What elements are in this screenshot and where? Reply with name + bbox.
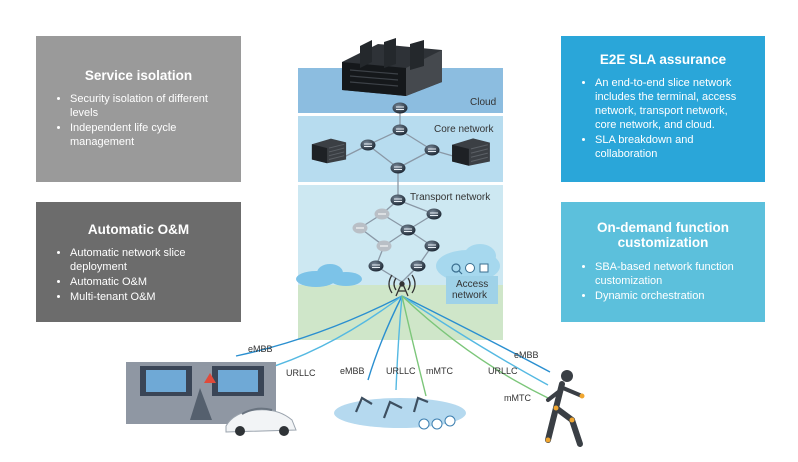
service-isolation-box: Service isolation Security isolation of … bbox=[36, 36, 241, 182]
automatic-om-box: Automatic O&M Automatic network slice de… bbox=[36, 202, 241, 322]
link-label: URLLC bbox=[286, 368, 316, 378]
automatic-om-title: Automatic O&M bbox=[87, 222, 190, 237]
router-icon bbox=[426, 208, 442, 220]
link-label: URLLC bbox=[488, 366, 518, 376]
sensor-icon bbox=[418, 415, 456, 430]
list-item: Dynamic orchestration bbox=[595, 289, 749, 303]
link-label: eMBB bbox=[248, 344, 273, 354]
link-label: mMTC bbox=[426, 366, 453, 376]
link-label: eMBB bbox=[340, 366, 365, 376]
router-icon bbox=[376, 240, 392, 252]
list-item: Automatic O&M bbox=[70, 275, 225, 289]
transport-layer-label: Transport network bbox=[410, 192, 491, 203]
router-icon bbox=[352, 222, 368, 234]
robot-arm-icon bbox=[354, 396, 429, 419]
cloud-layer-label: Cloud bbox=[470, 97, 496, 108]
service-isolation-list: Security isolation of different levels I… bbox=[52, 92, 225, 149]
router-icon bbox=[392, 102, 408, 114]
data-center-icon bbox=[342, 38, 442, 96]
list-item: An end-to-end slice network includes the… bbox=[595, 76, 749, 132]
base-station-icon bbox=[388, 274, 416, 297]
on-demand-box: On-demand function customization SBA-bas… bbox=[561, 202, 765, 322]
e2e-sla-title: E2E SLA assurance bbox=[599, 52, 727, 67]
router-icon bbox=[400, 224, 416, 236]
list-item: SLA breakdown and collaboration bbox=[595, 133, 749, 161]
router-icon bbox=[374, 208, 390, 220]
e2e-sla-list: An end-to-end slice network includes the… bbox=[577, 76, 749, 161]
list-item: SBA-based network function customization bbox=[595, 260, 749, 288]
on-demand-title: On-demand function customization bbox=[597, 220, 729, 250]
router-icon bbox=[360, 139, 376, 151]
link-label: mMTC bbox=[504, 393, 531, 403]
router-icon bbox=[410, 260, 426, 272]
core-layer-label: Core network bbox=[434, 124, 494, 135]
router-icon bbox=[424, 144, 440, 156]
link-label: eMBB bbox=[514, 350, 539, 360]
slice-links bbox=[235, 295, 551, 399]
router-icon bbox=[392, 124, 408, 136]
list-item: Automatic network slice deployment bbox=[70, 246, 225, 274]
router-icon bbox=[390, 194, 406, 206]
automatic-om-list: Automatic network slice deployment Autom… bbox=[52, 246, 225, 304]
list-item: Security isolation of different levels bbox=[70, 92, 225, 120]
on-demand-list: SBA-based network function customization… bbox=[577, 260, 749, 303]
car-icon bbox=[225, 407, 297, 436]
router-icon bbox=[390, 162, 406, 174]
service-isolation-title: Service isolation bbox=[84, 68, 193, 83]
access-layer-label: Access bbox=[456, 279, 488, 290]
list-item: Multi-tenant O&M bbox=[70, 290, 225, 304]
link-label: URLLC bbox=[386, 366, 416, 376]
list-item: Independent life cycle management bbox=[70, 121, 225, 149]
router-icon bbox=[368, 260, 384, 272]
e2e-sla-box: E2E SLA assurance An end-to-end slice ne… bbox=[561, 36, 765, 182]
access-layer-label: network bbox=[452, 290, 488, 301]
access-function-icons bbox=[451, 263, 489, 275]
cloud-shape-icon bbox=[296, 264, 362, 287]
router-icon bbox=[424, 240, 440, 252]
runner-icon bbox=[545, 370, 585, 447]
